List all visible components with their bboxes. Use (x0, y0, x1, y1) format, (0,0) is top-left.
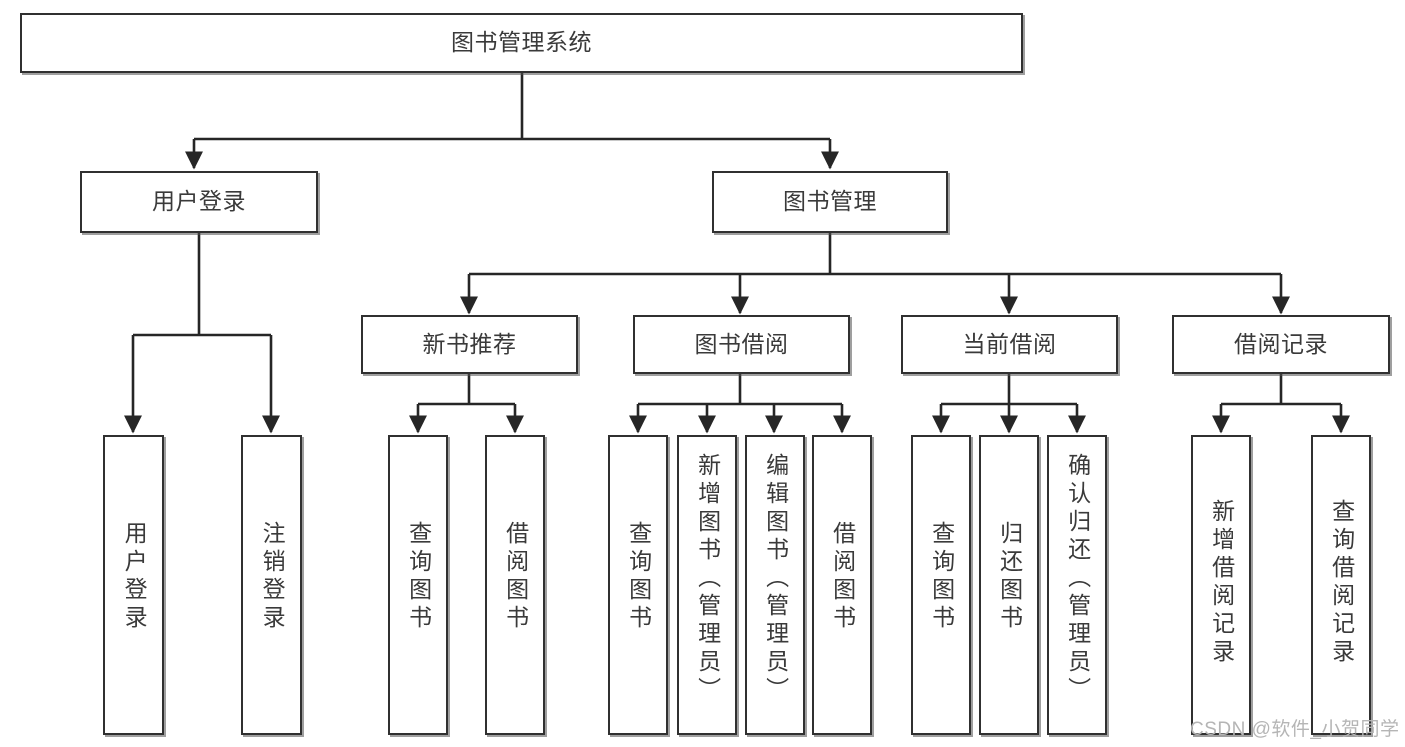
node-leaf-query-book-2[interactable]: 查询图书 (608, 435, 668, 735)
node-book-manage[interactable]: 图书管理 (712, 171, 948, 233)
node-leaf-add-book-label: 新增图书（管理员） (694, 453, 721, 705)
node-borrow-record[interactable]: 借阅记录 (1172, 315, 1390, 374)
node-leaf-query-book-2-label: 查询图书 (625, 521, 652, 633)
node-leaf-user-login-label: 用户登录 (121, 521, 148, 633)
node-leaf-add-record[interactable]: 新增借阅记录 (1191, 435, 1251, 735)
node-leaf-confirm-return-label: 确认归还（管理员） (1064, 453, 1091, 705)
node-leaf-query-book-1-label: 查询图书 (405, 521, 432, 633)
node-leaf-logout[interactable]: 注销登录 (241, 435, 302, 735)
node-user-login-label: 用户登录 (152, 188, 246, 215)
node-book-borrow[interactable]: 图书借阅 (633, 315, 850, 374)
node-leaf-query-record-label: 查询借阅记录 (1328, 499, 1355, 667)
node-leaf-logout-label: 注销登录 (259, 521, 286, 633)
node-leaf-query-book-1[interactable]: 查询图书 (388, 435, 448, 735)
node-new-book-rec[interactable]: 新书推荐 (361, 315, 578, 374)
node-leaf-borrow-book-2[interactable]: 借阅图书 (812, 435, 872, 735)
node-leaf-user-login[interactable]: 用户登录 (103, 435, 164, 735)
node-leaf-borrow-book-1[interactable]: 借阅图书 (485, 435, 545, 735)
node-current-borrow-label: 当前借阅 (962, 330, 1057, 357)
node-borrow-record-label: 借阅记录 (1234, 330, 1328, 357)
node-leaf-edit-book-label: 编辑图书（管理员） (762, 453, 789, 705)
node-leaf-confirm-return[interactable]: 确认归还（管理员） (1047, 435, 1107, 735)
node-book-borrow-label: 图书借阅 (694, 330, 789, 357)
node-leaf-query-book-3[interactable]: 查询图书 (911, 435, 971, 735)
node-leaf-return-book[interactable]: 归还图书 (979, 435, 1039, 735)
node-new-book-rec-label: 新书推荐 (422, 330, 517, 357)
node-leaf-borrow-book-1-label: 借阅图书 (502, 521, 529, 633)
node-leaf-add-record-label: 新增借阅记录 (1208, 499, 1235, 667)
node-leaf-add-book[interactable]: 新增图书（管理员） (677, 435, 737, 735)
node-leaf-query-record[interactable]: 查询借阅记录 (1311, 435, 1371, 735)
node-current-borrow[interactable]: 当前借阅 (901, 315, 1118, 374)
node-user-login[interactable]: 用户登录 (80, 171, 318, 233)
csdn-watermark: CSDN @软件_小贺同学 (1190, 719, 1400, 740)
node-leaf-query-book-3-label: 查询图书 (928, 521, 955, 633)
node-root[interactable]: 图书管理系统 (20, 13, 1023, 73)
node-leaf-borrow-book-2-label: 借阅图书 (829, 521, 856, 633)
node-book-manage-label: 图书管理 (783, 188, 877, 215)
node-leaf-edit-book[interactable]: 编辑图书（管理员） (745, 435, 805, 735)
node-leaf-return-book-label: 归还图书 (996, 521, 1023, 633)
node-root-label: 图书管理系统 (451, 29, 592, 56)
